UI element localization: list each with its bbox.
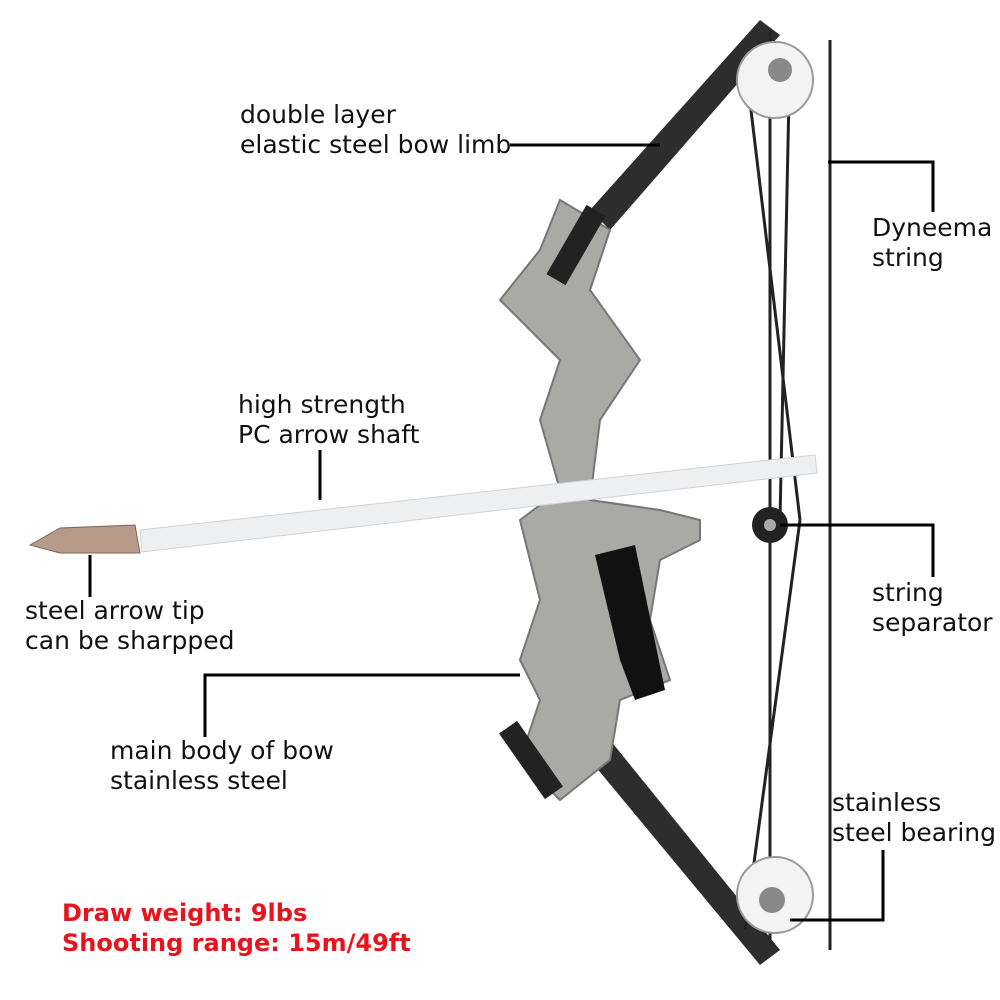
label-tip: steel arrow tip can be sharpped <box>25 596 235 656</box>
dyneema-string <box>743 30 832 950</box>
label-limb-line2: elastic steel bow limb <box>240 130 512 159</box>
arrow-tip <box>28 524 141 554</box>
label-string: Dyneema string <box>872 213 992 273</box>
label-separator-line2: separator <box>872 608 993 637</box>
leader-lines <box>88 143 935 922</box>
label-string-line2: string <box>872 243 944 272</box>
label-shaft-line2: PC arrow shaft <box>238 420 420 449</box>
arrow-shaft <box>139 454 818 553</box>
label-bearing-line1: stainless <box>832 788 942 817</box>
label-separator: string separator <box>872 578 993 638</box>
lower-limb <box>590 740 780 965</box>
specs: Draw weight: 9lbs Shooting range: 15m/49… <box>62 898 411 958</box>
spec-shooting-range: Shooting range: 15m/49ft <box>62 929 411 957</box>
label-limb: double layer elastic steel bow limb <box>240 100 511 160</box>
label-string-line1: Dyneema <box>872 213 993 242</box>
label-tip-line1: steel arrow tip <box>25 596 205 625</box>
label-shaft-line1: high strength <box>238 390 406 419</box>
label-body: main body of bow stainless steel <box>110 736 334 796</box>
label-bearing: stainless steel bearing <box>832 788 996 848</box>
spec-draw-weight: Draw weight: 9lbs <box>62 899 308 927</box>
grip <box>595 545 665 700</box>
label-body-line1: main body of bow <box>110 736 334 765</box>
label-shaft: high strength PC arrow shaft <box>238 390 419 450</box>
label-bearing-line2: steel bearing <box>832 818 996 847</box>
label-limb-line1: double layer <box>240 100 396 129</box>
label-tip-line2: can be sharpped <box>25 626 235 655</box>
upper-limb <box>590 20 780 230</box>
label-body-line2: stainless steel <box>110 766 288 795</box>
label-separator-line1: string <box>872 578 944 607</box>
